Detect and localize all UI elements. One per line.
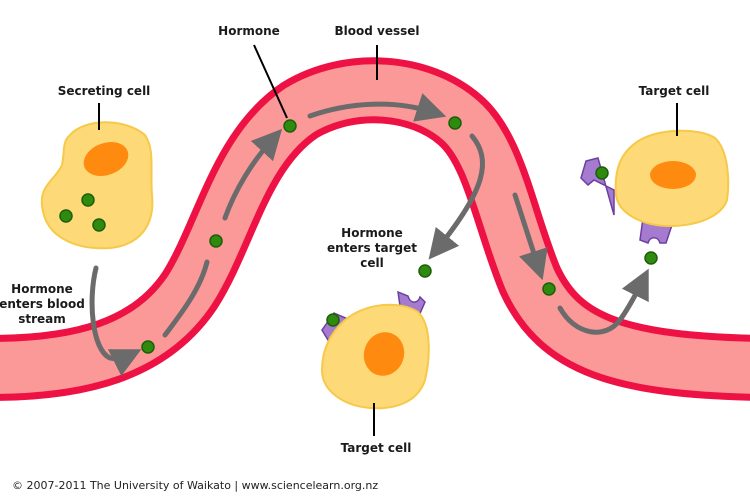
hormone-dot bbox=[542, 282, 556, 296]
nucleus bbox=[650, 161, 696, 189]
hormone-dot-bound bbox=[326, 313, 340, 327]
arrow-flow bbox=[162, 259, 210, 338]
hormone-dot bbox=[448, 116, 462, 130]
label-enters-blood-line1: Hormone bbox=[11, 282, 73, 296]
arrow-enter-target-right bbox=[557, 268, 649, 335]
arrow-enter-target-bottom bbox=[428, 133, 486, 260]
label-enters-target-line1: Hormone bbox=[341, 226, 403, 240]
hormone-dot bbox=[644, 251, 658, 265]
arrow-flow bbox=[222, 128, 283, 221]
hormone-dot bbox=[59, 209, 73, 223]
label-blood-vessel: Blood vessel bbox=[334, 24, 419, 38]
hormone-dot bbox=[141, 340, 155, 354]
copyright-footer: © 2007-2011 The University of Waikato | … bbox=[12, 479, 378, 492]
hormone-dot bbox=[81, 193, 95, 207]
hormones bbox=[59, 116, 658, 354]
label-enters-blood-line3: stream bbox=[18, 312, 66, 326]
hormone-dot-bound bbox=[595, 166, 609, 180]
arrow-flow bbox=[512, 192, 548, 281]
nucleus bbox=[83, 142, 129, 176]
arrow-enter-blood bbox=[89, 265, 142, 377]
hormone-dot bbox=[418, 264, 432, 278]
label-secreting-cell: Secreting cell bbox=[58, 84, 151, 98]
label-enters-target-line3: cell bbox=[360, 256, 383, 270]
label-enters-target-line2: enters target bbox=[327, 241, 417, 255]
target-cell-right bbox=[580, 129, 730, 244]
nucleus bbox=[363, 332, 405, 376]
hormone-dot bbox=[92, 218, 106, 232]
hormone-dot bbox=[209, 234, 223, 248]
blood-vessel bbox=[0, 57, 750, 401]
arrow-flow bbox=[307, 93, 447, 122]
hormone-dot bbox=[283, 119, 297, 133]
receptor bbox=[580, 157, 615, 216]
label-target-cell-right: Target cell bbox=[639, 84, 710, 98]
label-target-cell-bottom: Target cell bbox=[341, 441, 412, 455]
leader-lines bbox=[98, 44, 678, 436]
label-hormone: Hormone bbox=[218, 24, 280, 38]
leader-hormone bbox=[253, 44, 288, 119]
flow-arrows bbox=[89, 93, 649, 377]
label-enters-blood-line2: enters blood bbox=[0, 297, 85, 311]
target-cell-bottom bbox=[320, 290, 430, 410]
